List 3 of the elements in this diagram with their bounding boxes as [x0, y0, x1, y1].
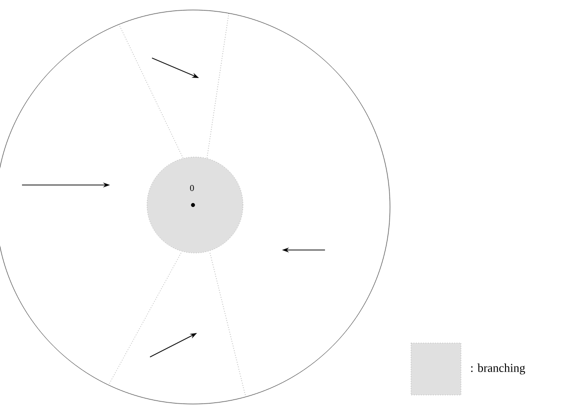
branching-circle: [146, 156, 244, 254]
legend-label: : branching: [471, 364, 526, 374]
origin-label: 0: [190, 184, 194, 192]
